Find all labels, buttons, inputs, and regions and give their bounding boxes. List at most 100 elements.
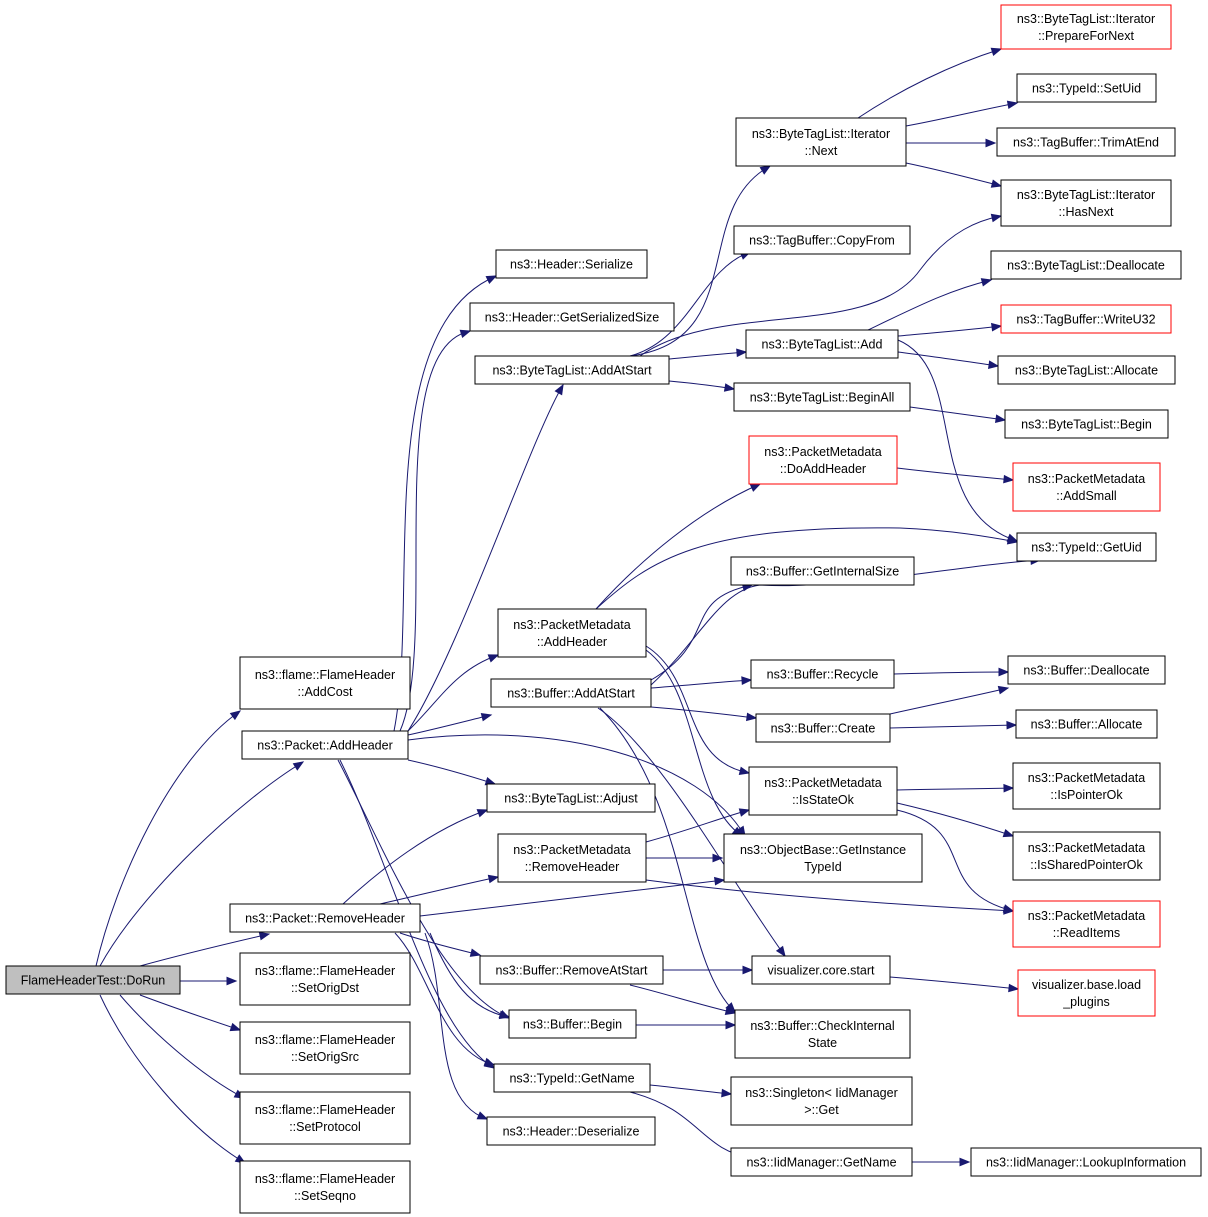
node-bufRecycle[interactable]: ns3::Buffer::Recycle bbox=[750, 659, 895, 689]
node-box[interactable] bbox=[1007, 655, 1166, 685]
node-box[interactable] bbox=[239, 1091, 411, 1145]
node-box[interactable] bbox=[748, 766, 898, 816]
node-hdrSerialize[interactable]: ns3::Header::Serialize bbox=[495, 249, 648, 279]
node-box[interactable] bbox=[970, 1147, 1202, 1177]
node-box[interactable] bbox=[996, 127, 1176, 157]
node-btlAllocate[interactable]: ns3::ByteTagList::Allocate bbox=[997, 355, 1176, 385]
node-box[interactable] bbox=[229, 903, 421, 933]
node-box[interactable] bbox=[239, 952, 411, 1006]
node-bufAddAtStart[interactable]: ns3::Buffer::AddAtStart bbox=[490, 678, 652, 708]
node-box[interactable] bbox=[1016, 73, 1157, 103]
node-bufGetInternalSize[interactable]: ns3::Buffer::GetInternalSize bbox=[730, 556, 915, 586]
node-box[interactable] bbox=[1016, 532, 1157, 562]
node-pmReadItems[interactable]: ns3::PacketMetadata::ReadItems bbox=[1012, 900, 1161, 948]
node-box[interactable] bbox=[508, 1009, 637, 1039]
node-box[interactable] bbox=[997, 355, 1176, 385]
node-btlIterHasNext[interactable]: ns3::ByteTagList::Iterator::HasNext bbox=[1000, 179, 1172, 227]
node-box[interactable] bbox=[735, 117, 907, 167]
node-pmAddHeader[interactable]: ns3::PacketMetadata::AddHeader bbox=[497, 608, 647, 658]
node-box[interactable] bbox=[479, 955, 664, 985]
node-btlBegin[interactable]: ns3::ByteTagList::Begin bbox=[1004, 409, 1169, 439]
node-bufCreate[interactable]: ns3::Buffer::Create bbox=[755, 713, 891, 743]
node-box[interactable] bbox=[730, 1147, 913, 1177]
node-hdrGetSerSize[interactable]: ns3::Header::GetSerializedSize bbox=[469, 302, 675, 332]
node-bufBegin[interactable]: ns3::Buffer::Begin bbox=[508, 1009, 637, 1039]
node-box[interactable] bbox=[733, 382, 911, 412]
node-tbCopyFrom[interactable]: ns3::TagBuffer::CopyFrom bbox=[733, 225, 911, 255]
node-setProtocol[interactable]: ns3::flame::FlameHeader::SetProtocol bbox=[239, 1091, 411, 1145]
node-box[interactable] bbox=[990, 250, 1182, 280]
node-box[interactable] bbox=[1012, 462, 1161, 512]
node-btlBeginAll[interactable]: ns3::ByteTagList::BeginAll bbox=[733, 382, 911, 412]
node-iidGetName[interactable]: ns3::IidManager::GetName bbox=[730, 1147, 913, 1177]
node-bufRemoveAtStart[interactable]: ns3::Buffer::RemoveAtStart bbox=[479, 955, 664, 985]
node-btlAdjust[interactable]: ns3::ByteTagList::Adjust bbox=[486, 783, 656, 813]
node-setOrigSrc[interactable]: ns3::flame::FlameHeader::SetOrigSrc bbox=[239, 1021, 411, 1075]
node-pktRemoveHeader[interactable]: ns3::Packet::RemoveHeader bbox=[229, 903, 421, 933]
node-bufDeallocate[interactable]: ns3::Buffer::Deallocate bbox=[1007, 655, 1166, 685]
node-singletonGet[interactable]: ns3::Singleton< IidManager>::Get bbox=[730, 1076, 913, 1126]
node-bufAllocate[interactable]: ns3::Buffer::Allocate bbox=[1015, 709, 1158, 739]
node-box[interactable] bbox=[730, 556, 915, 586]
node-box[interactable] bbox=[493, 1063, 651, 1093]
node-pmDoAddHeader[interactable]: ns3::PacketMetadata::DoAddHeader bbox=[748, 435, 898, 485]
node-box[interactable] bbox=[1015, 709, 1158, 739]
node-box[interactable] bbox=[239, 1021, 411, 1075]
node-box[interactable] bbox=[1012, 762, 1161, 810]
node-box[interactable] bbox=[497, 608, 647, 658]
node-box[interactable] bbox=[490, 678, 652, 708]
node-box[interactable] bbox=[1000, 304, 1172, 334]
node-btlAdd[interactable]: ns3::ByteTagList::Add bbox=[745, 329, 899, 359]
node-box[interactable] bbox=[745, 329, 899, 359]
node-box[interactable] bbox=[5, 965, 181, 995]
node-box[interactable] bbox=[497, 833, 647, 883]
node-box[interactable] bbox=[239, 1160, 411, 1214]
node-box[interactable] bbox=[1012, 831, 1161, 881]
node-pmIsSharedPtrOk[interactable]: ns3::PacketMetadata::IsSharedPointerOk bbox=[1012, 831, 1161, 881]
node-vizBaseLoad[interactable]: visualizer.base.load_plugins bbox=[1017, 969, 1156, 1017]
node-box[interactable] bbox=[1004, 409, 1169, 439]
node-box[interactable] bbox=[750, 659, 895, 689]
node-doRun[interactable]: FlameHeaderTest::DoRun bbox=[5, 965, 181, 995]
node-box[interactable] bbox=[1017, 969, 1156, 1017]
node-box[interactable] bbox=[486, 1116, 656, 1146]
node-box[interactable] bbox=[1000, 179, 1172, 227]
node-box[interactable] bbox=[239, 656, 411, 710]
node-box[interactable] bbox=[733, 225, 911, 255]
node-box[interactable] bbox=[755, 713, 891, 743]
node-box[interactable] bbox=[723, 833, 923, 883]
node-box[interactable] bbox=[495, 249, 648, 279]
node-box[interactable] bbox=[241, 730, 409, 760]
node-tidGetUid[interactable]: ns3::TypeId::GetUid bbox=[1016, 532, 1157, 562]
node-box[interactable] bbox=[751, 955, 891, 985]
node-box[interactable] bbox=[474, 355, 670, 385]
node-box[interactable] bbox=[469, 302, 675, 332]
node-btlIterNext[interactable]: ns3::ByteTagList::Iterator::Next bbox=[735, 117, 907, 167]
node-btlAddAtStart[interactable]: ns3::ByteTagList::AddAtStart bbox=[474, 355, 670, 385]
node-setSeqno[interactable]: ns3::flame::FlameHeader::SetSeqno bbox=[239, 1160, 411, 1214]
node-iidLookupInfo[interactable]: ns3::IidManager::LookupInformation bbox=[970, 1147, 1202, 1177]
node-pmIsPointerOk[interactable]: ns3::PacketMetadata::IsPointerOk bbox=[1012, 762, 1161, 810]
node-addCost[interactable]: ns3::flame::FlameHeader::AddCost bbox=[239, 656, 411, 710]
node-box[interactable] bbox=[486, 783, 656, 813]
node-pmIsStateOk[interactable]: ns3::PacketMetadata::IsStateOk bbox=[748, 766, 898, 816]
node-box[interactable] bbox=[730, 1076, 913, 1126]
node-tidGetName[interactable]: ns3::TypeId::GetName bbox=[493, 1063, 651, 1093]
node-pmRemoveHeader[interactable]: ns3::PacketMetadata::RemoveHeader bbox=[497, 833, 647, 883]
node-tidSetUid[interactable]: ns3::TypeId::SetUid bbox=[1016, 73, 1157, 103]
node-btlIterPrepare[interactable]: ns3::ByteTagList::Iterator::PrepareForNe… bbox=[1000, 4, 1172, 50]
node-box[interactable] bbox=[1000, 4, 1172, 50]
node-btlDeallocate[interactable]: ns3::ByteTagList::Deallocate bbox=[990, 250, 1182, 280]
node-hdrDeserialize[interactable]: ns3::Header::Deserialize bbox=[486, 1116, 656, 1146]
node-pmAddSmall[interactable]: ns3::PacketMetadata::AddSmall bbox=[1012, 462, 1161, 512]
node-box[interactable] bbox=[1012, 900, 1161, 948]
node-pktAddHeader[interactable]: ns3::Packet::AddHeader bbox=[241, 730, 409, 760]
node-vizCoreStart[interactable]: visualizer.core.start bbox=[751, 955, 891, 985]
node-box[interactable] bbox=[734, 1009, 911, 1059]
node-tbTrimAtEnd[interactable]: ns3::TagBuffer::TrimAtEnd bbox=[996, 127, 1176, 157]
node-box[interactable] bbox=[748, 435, 898, 485]
node-tbWriteU32[interactable]: ns3::TagBuffer::WriteU32 bbox=[1000, 304, 1172, 334]
node-setOrigDst[interactable]: ns3::flame::FlameHeader::SetOrigDst bbox=[239, 952, 411, 1006]
